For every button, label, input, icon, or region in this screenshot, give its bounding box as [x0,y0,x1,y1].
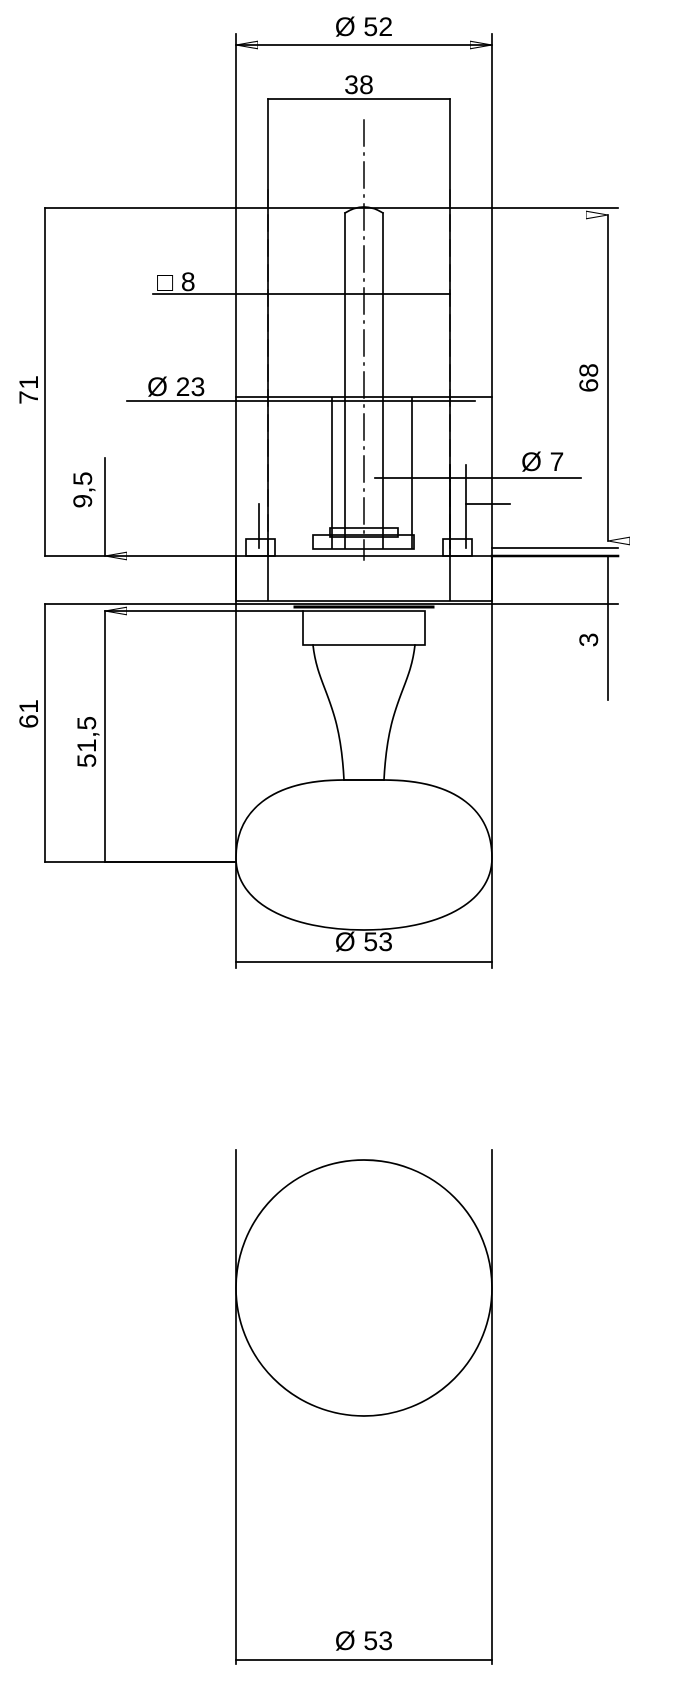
label-thickness-3: 3 [574,632,604,647]
hidden-lines [267,189,451,561]
label-length-68: 68 [574,363,604,393]
dimension-labels: Ø 52 38 □ 8 71 Ø 23 9,5 Ø 7 68 3 61 51,5… [14,12,604,1656]
label-dia-53-plan: Ø 53 [335,1626,394,1656]
view-side-elevation [44,33,618,969]
rosette-plate [235,527,493,609]
label-dia-52: Ø 52 [335,12,394,42]
label-dia-53-side: Ø 53 [335,927,394,957]
label-width-38: 38 [344,70,374,100]
label-height-61: 61 [14,699,44,729]
view-bottom-plan [235,1149,493,1665]
label-height-51-5: 51,5 [72,716,102,769]
label-offset-9-5: 9,5 [68,471,98,509]
knob-body [235,610,493,931]
right-dimension-lines [490,207,618,701]
label-dia-7: Ø 7 [521,447,565,477]
label-square-8: □ 8 [157,267,196,297]
leader-lines [126,293,582,479]
rosette-outline [235,33,493,969]
label-dia-23: Ø 23 [147,372,206,402]
left-dimension-lines [44,207,304,863]
label-height-71: 71 [14,375,44,405]
